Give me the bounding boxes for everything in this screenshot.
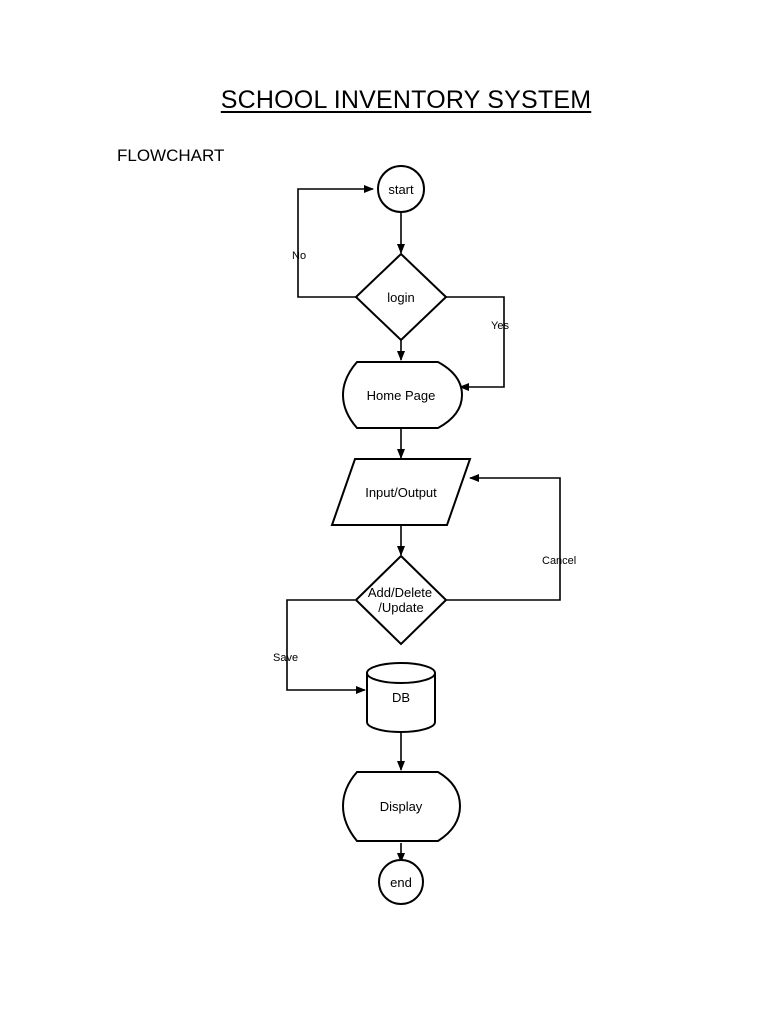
add-delete-update-label-line1: Add/Delete <box>368 585 432 600</box>
db-cylinder-body-shape <box>366 673 436 733</box>
db-cylinder-top-shape <box>366 662 436 684</box>
edge-label-save: Save <box>273 652 298 664</box>
node-db: DB <box>366 662 436 733</box>
section-label: FLOWCHART <box>117 146 225 165</box>
node-start: start <box>377 165 425 213</box>
db-label: DB <box>392 690 410 705</box>
edge-login-yes-to-home-page <box>446 296 505 391</box>
end-label: end <box>390 875 412 890</box>
start-label: start <box>388 182 414 197</box>
display-label: Display <box>380 799 423 814</box>
document-title-text: SCHOOL INVENTORY SYSTEM <box>220 86 592 114</box>
input-output-parallelogram-shape <box>330 458 472 526</box>
node-home-page: Home Page <box>341 361 464 429</box>
edge-login-no-to-start <box>297 185 374 298</box>
end-terminator-shape <box>378 859 424 905</box>
node-display: Display <box>341 771 462 842</box>
edge-label-yes: Yes <box>491 320 509 332</box>
node-input-output: Input/Output <box>330 458 472 526</box>
node-end: end <box>378 859 424 905</box>
home-page-display-shape <box>341 361 464 429</box>
edge-label-cancel: Cancel <box>542 555 576 567</box>
home-page-label: Home Page <box>367 388 436 403</box>
edge-decision-save-to-db <box>286 599 366 694</box>
edge-decision-cancel-to-input-output <box>446 474 561 601</box>
flow-edges <box>286 185 561 863</box>
start-terminator-shape <box>377 165 425 213</box>
document-title: SCHOOL INVENTORY SYSTEM <box>0 86 768 115</box>
node-login: login <box>354 252 448 342</box>
node-add-delete-update: Add/Delete /Update <box>354 554 448 646</box>
edge-label-no: No <box>292 250 306 262</box>
add-delete-update-decision-shape <box>354 554 448 646</box>
display-shape <box>341 771 462 842</box>
login-decision-shape <box>354 252 448 342</box>
add-delete-update-label-line2: /Update <box>378 600 424 615</box>
input-output-label: Input/Output <box>365 485 437 500</box>
login-label: login <box>387 290 414 305</box>
